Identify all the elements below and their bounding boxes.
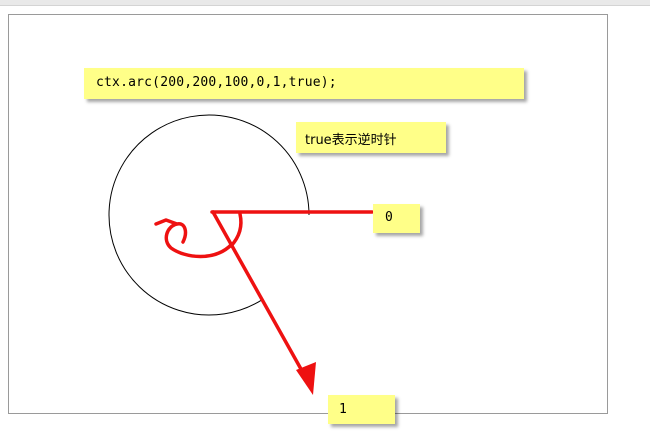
red-annotations	[154, 210, 374, 395]
arrowhead-icon	[296, 362, 316, 395]
counterclockwise-note: true表示逆时针	[296, 122, 446, 153]
end-angle-note: 1	[328, 395, 395, 424]
angle-mark-curve	[229, 212, 243, 248]
canvas-arc	[108, 114, 310, 316]
code-note: ctx.arc(200,200,100,0,1,true);	[84, 68, 524, 99]
angle-one-ray	[211, 210, 308, 380]
counterclockwise-scribble	[154, 218, 234, 259]
window-top-border	[0, 0, 650, 6]
start-angle-note: 0	[373, 204, 420, 233]
